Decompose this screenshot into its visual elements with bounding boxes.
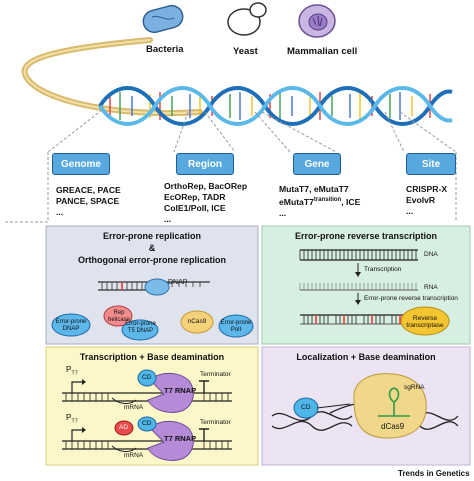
mammalian-cell-icon bbox=[298, 4, 336, 38]
error-prone-dnap-label: Error-prone DNAP bbox=[55, 319, 87, 332]
tool-item: EcORep, TADR bbox=[164, 192, 226, 202]
tool-item: ... bbox=[164, 214, 172, 224]
error-prone-dnap-protein bbox=[51, 313, 91, 337]
rep-helicase-protein bbox=[103, 305, 133, 327]
gene-tools: MutaT7, eMutaT7 eMutaT7transition, ICE .… bbox=[279, 184, 360, 219]
region-tools: OrthoRep, BacORep EcORep, TADR ColE1/Pol… bbox=[164, 181, 247, 225]
promoter-p: P bbox=[66, 365, 72, 374]
t7-rnap-bottom bbox=[147, 421, 194, 461]
promoter-sub: T7 bbox=[71, 370, 78, 377]
transcription-label: Transcription bbox=[364, 266, 402, 273]
reverse-transcriptase-enzyme bbox=[400, 306, 450, 336]
error-prone-t5-dnap-protein bbox=[121, 319, 159, 341]
promoter-p: P bbox=[66, 413, 72, 422]
replication-title-amp: & bbox=[148, 243, 156, 253]
cdna-strand bbox=[300, 314, 410, 325]
dcas9-label: dCas9 bbox=[381, 422, 405, 431]
tool-item: OrthoRep, BacORep bbox=[164, 181, 248, 191]
error-prone-poli-protein bbox=[218, 314, 254, 338]
mrna-label-top: mRNA bbox=[124, 404, 144, 411]
replication-title-1: Error-prone replication bbox=[102, 231, 201, 241]
cd-enzyme-top bbox=[137, 369, 157, 387]
gene-category: Gene bbox=[293, 153, 341, 175]
replication-title-2: Orthogonal error-prone replication bbox=[77, 255, 226, 265]
tool-item: EvolvR bbox=[406, 195, 436, 205]
t7-construct-top bbox=[62, 379, 232, 404]
dna-helix bbox=[98, 86, 453, 126]
sgrna-label: sgRNA bbox=[404, 384, 425, 391]
cd-enzyme-bottom bbox=[137, 416, 157, 432]
dna-label: DNA bbox=[424, 251, 438, 258]
bacteria-label: Bacteria bbox=[146, 44, 184, 55]
terminator-label-bottom: Terminator bbox=[200, 419, 231, 426]
tool-item: eMutaT7transition, ICE bbox=[279, 195, 360, 208]
rna-label: RNA bbox=[424, 284, 438, 291]
tool-item: GREACE, PACE bbox=[56, 185, 121, 195]
sgrna bbox=[378, 387, 410, 417]
tool-transition-superscript: transition bbox=[313, 197, 342, 203]
cd-label-bottom: CD bbox=[142, 420, 152, 427]
zoom-lines bbox=[5, 109, 457, 223]
tool-emutat7: eMutaT7 bbox=[279, 196, 314, 207]
ncas9-protein bbox=[180, 310, 214, 334]
ncas9-label: nCas9 bbox=[187, 318, 207, 325]
ad-enzyme bbox=[114, 420, 134, 436]
dnap-enzyme bbox=[144, 278, 170, 296]
tool-item: ... bbox=[279, 207, 287, 218]
t7-construct-bottom bbox=[62, 427, 232, 452]
region-category: Region bbox=[176, 153, 234, 175]
reverse-transcriptase-label: Reverse transcriptase bbox=[406, 315, 444, 329]
genome-tools: GREACE, PACE PANCE, SPACE ... bbox=[56, 185, 121, 218]
ad-label: AD bbox=[119, 424, 129, 431]
tool-ice: , ICE bbox=[341, 196, 361, 207]
error-prone-rt-label: Error-prone reverse transcription bbox=[364, 295, 458, 302]
bacteria-icon bbox=[142, 4, 184, 34]
tool-item: ColE1/PolI, ICE bbox=[164, 203, 226, 213]
mrna-label-bottom: mRNA bbox=[124, 452, 144, 459]
site-category: Site bbox=[406, 153, 456, 175]
localization-title: Localization + Base deamination bbox=[296, 352, 436, 362]
error-prone-t5-dnap-label: Error-prone T5 DNAP bbox=[125, 321, 156, 334]
tool-item: MutaT7, eMutaT7 bbox=[279, 184, 349, 194]
tool-item: ... bbox=[406, 206, 414, 216]
t7-rnap-label-top: T7 RNAP bbox=[164, 386, 197, 395]
tool-item: ... bbox=[56, 207, 64, 217]
site-tools: CRISPR-X EvolvR ... bbox=[406, 184, 447, 217]
dcas9-protein bbox=[353, 373, 427, 439]
journal-credit: Trends in Genetics bbox=[398, 469, 470, 478]
cd-label-localization: CD bbox=[301, 404, 311, 411]
yeast-label: Yeast bbox=[233, 46, 258, 57]
reverse-transcription-title: Error-prone reverse transcription bbox=[294, 231, 438, 241]
rep-helicase-label: Rep helicase bbox=[107, 310, 130, 323]
error-prone-poli-label: Error-prone PolI bbox=[220, 320, 252, 333]
deamination-title: Transcription + Base deamination bbox=[79, 352, 225, 362]
mammalian-cell-label: Mammalian cell bbox=[287, 46, 358, 57]
dnap-label: DNAP bbox=[168, 279, 188, 286]
genome-category: Genome bbox=[52, 153, 110, 175]
dna-ladder bbox=[299, 249, 418, 261]
t7-rnap-label-bottom: T7 RNAP bbox=[164, 434, 197, 443]
terminator-label-top: Terminator bbox=[200, 371, 231, 378]
promoter-label-top: PT7 bbox=[66, 365, 78, 377]
tool-item: PANCE, SPACE bbox=[56, 196, 120, 206]
promoter-sub: T7 bbox=[71, 418, 78, 425]
rna-strand bbox=[299, 283, 418, 291]
cd-label-top: CD bbox=[142, 374, 152, 381]
promoter-label-bottom: PT7 bbox=[66, 413, 78, 425]
yeast-icon bbox=[227, 2, 267, 36]
tool-item: CRISPR-X bbox=[406, 184, 448, 194]
t7-rnap-top bbox=[147, 373, 194, 413]
